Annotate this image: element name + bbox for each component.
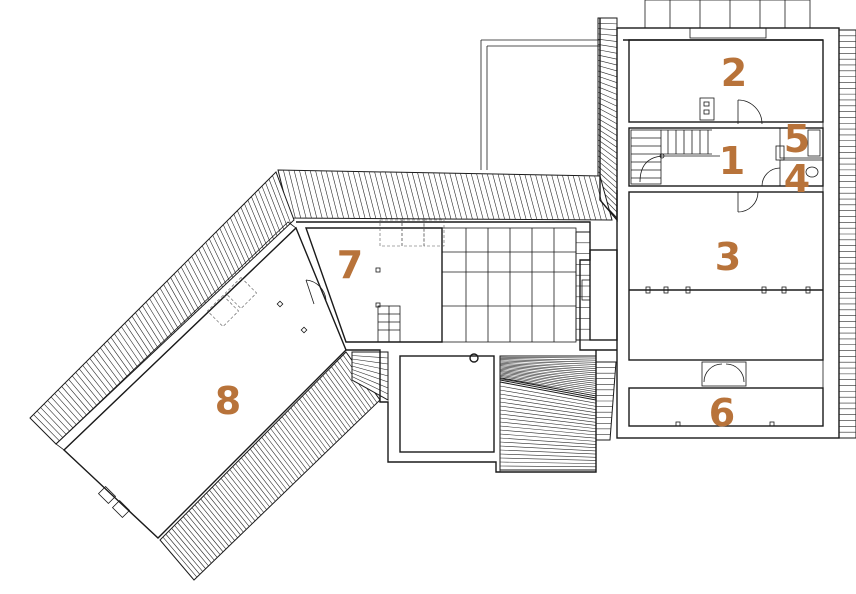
west-wing-walls [55, 221, 347, 539]
roof-band-south-link [595, 361, 617, 441]
roof-band-north-middle [277, 169, 613, 221]
room-label-7: 7 [337, 243, 363, 287]
roof-band-courtyard-west [351, 351, 389, 401]
room-labels: 1 2 3 4 5 6 7 8 [215, 51, 810, 435]
room-label-3: 3 [715, 235, 741, 279]
roof-band-mid-link [575, 231, 591, 341]
room-label-2: 2 [721, 51, 747, 95]
room-label-5: 5 [784, 117, 810, 161]
east-wing-walls [599, 0, 840, 439]
room-label-8: 8 [215, 379, 241, 423]
roof-bands [29, 17, 856, 581]
room-label-1: 1 [719, 139, 745, 183]
central-wing-walls [296, 39, 618, 473]
roof-band-courtyard-east [499, 355, 597, 399]
room-label-6: 6 [709, 391, 735, 435]
room-label-4: 4 [784, 157, 810, 201]
roof-band-west-inner [159, 351, 381, 581]
roof-band-west-outer [29, 171, 295, 445]
roof-band-east-edge [838, 29, 856, 439]
